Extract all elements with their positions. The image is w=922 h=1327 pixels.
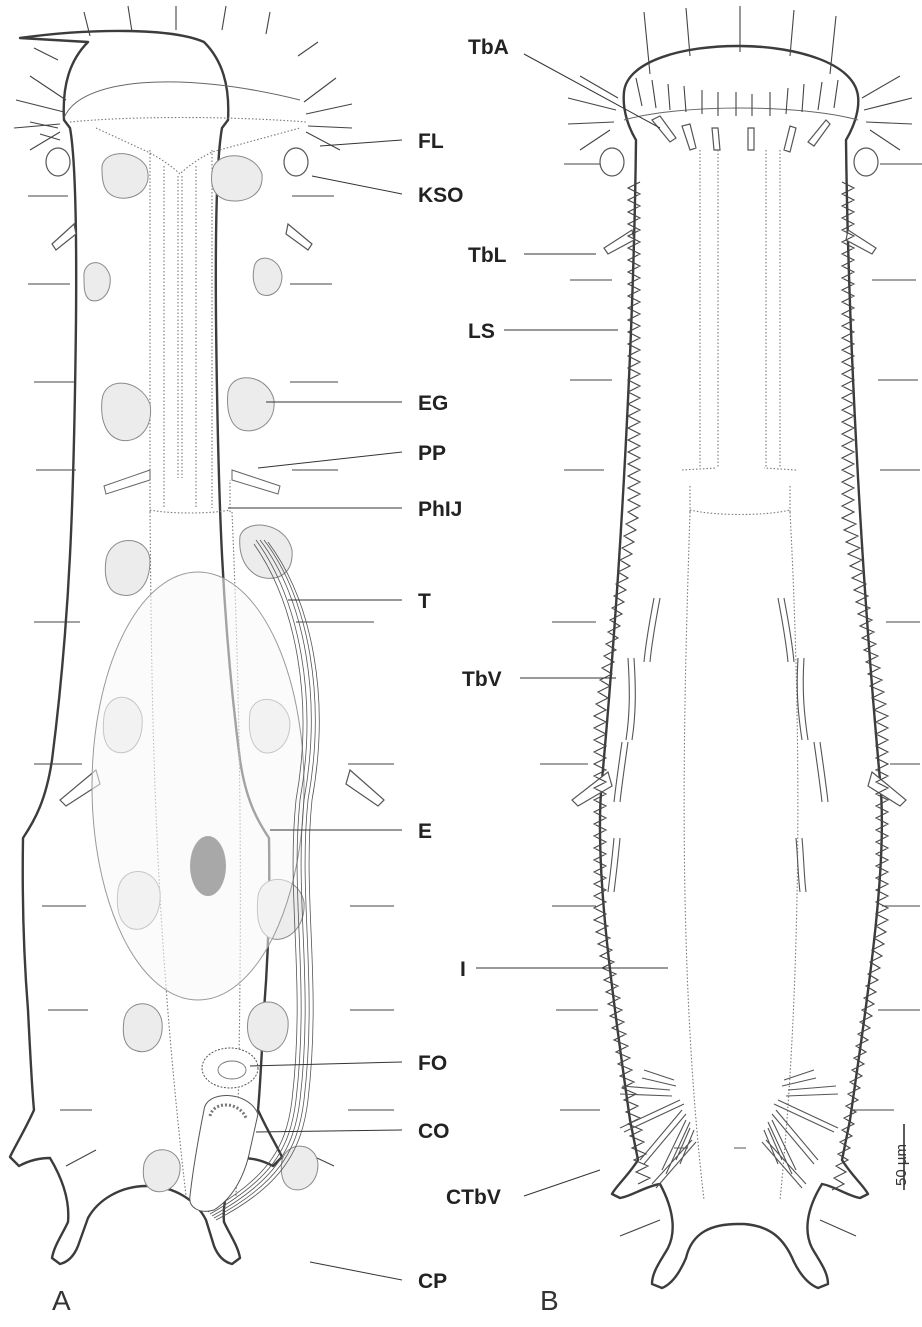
scale-bar-label: 50 µm bbox=[893, 1144, 910, 1186]
label-cp: CP bbox=[418, 1270, 447, 1293]
label-i: I bbox=[460, 958, 466, 981]
label-tbv: TbV bbox=[462, 668, 502, 691]
label-pp: PP bbox=[418, 442, 446, 465]
label-e: E bbox=[418, 820, 432, 843]
label-co: CO bbox=[418, 1120, 450, 1143]
label-kso: KSO bbox=[418, 184, 464, 207]
panel-b-body-outline bbox=[600, 46, 882, 1288]
label-fo: FO bbox=[418, 1052, 447, 1075]
panel-a-egg-nucleus bbox=[190, 836, 226, 896]
label-tbl: TbL bbox=[468, 244, 507, 267]
panel-a-frontal-organ bbox=[202, 1048, 258, 1088]
label-phij: PhIJ bbox=[418, 498, 462, 521]
panel-a-egg bbox=[92, 572, 304, 1000]
label-t: T bbox=[418, 590, 431, 613]
label-ctbv: CTbV bbox=[446, 1186, 501, 1209]
label-eg: EG bbox=[418, 392, 448, 415]
panel-label-b: B bbox=[540, 1285, 559, 1316]
panel-a-kso-right bbox=[284, 148, 308, 176]
panel-label-a: A bbox=[52, 1285, 71, 1316]
label-fl: FL bbox=[418, 130, 444, 153]
panel-a-specimen bbox=[10, 6, 402, 1280]
panel-b-specimen bbox=[476, 6, 922, 1288]
label-tba: TbA bbox=[468, 36, 509, 59]
panel-a-kso-left bbox=[46, 148, 70, 176]
label-ls: LS bbox=[468, 320, 495, 343]
